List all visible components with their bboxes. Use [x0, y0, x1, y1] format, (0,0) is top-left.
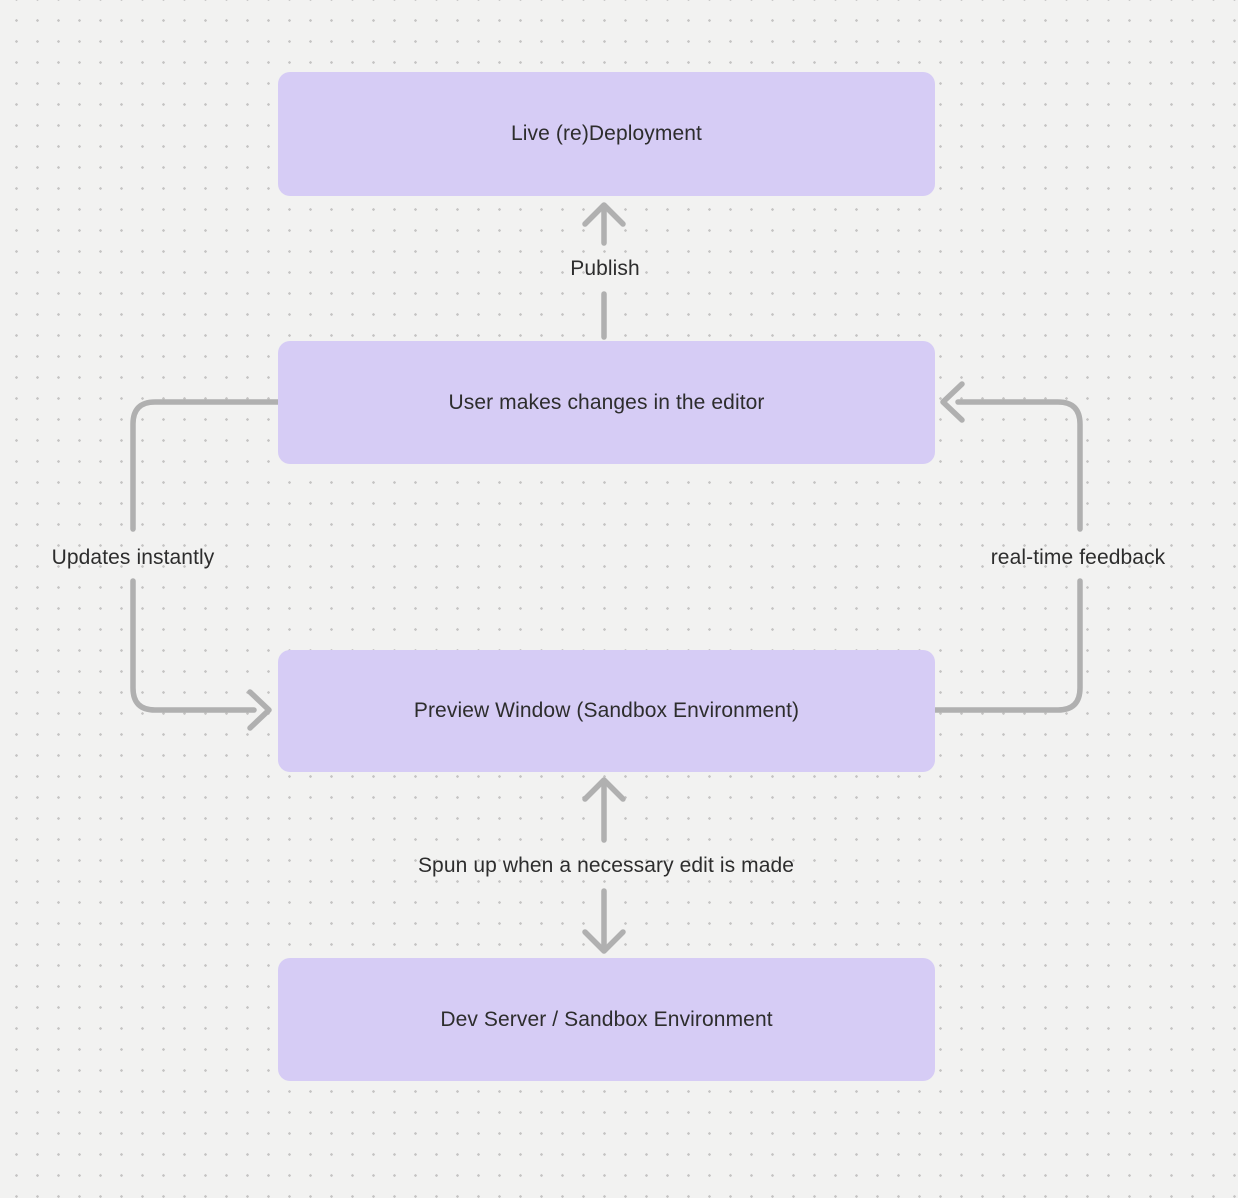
arrowhead-right-icon — [247, 689, 272, 731]
node-label: Preview Window (Sandbox Environment) — [413, 699, 800, 722]
edge-label-publish: Publish — [570, 257, 640, 280]
arrowhead-left-icon — [940, 381, 965, 423]
edge-publish — [582, 202, 626, 340]
edge-spun-up — [582, 777, 626, 954]
edge-real-time-feedback — [932, 381, 1083, 713]
node-preview-window: Preview Window (Sandbox Environment) — [278, 650, 935, 772]
node-label: Live (re)Deployment — [511, 122, 702, 145]
edge-updates-instantly — [130, 399, 281, 731]
node-user-edits: User makes changes in the editor — [278, 341, 935, 464]
edge-label-updates-instantly: Updates instantly — [51, 546, 215, 569]
arrowhead-up-icon — [582, 777, 626, 802]
edge-label-real-time-feedback: real-time feedback — [990, 546, 1166, 569]
arrowhead-up-icon — [582, 202, 626, 227]
node-label: Dev Server / Sandbox Environment — [440, 1007, 773, 1031]
arrowhead-down-icon — [582, 929, 626, 954]
node-label: User makes changes in the editor — [448, 390, 765, 414]
edge-label-spun-up: Spun up when a necessary edit is made — [417, 854, 795, 877]
node-dev-server: Dev Server / Sandbox Environment — [278, 958, 935, 1081]
node-live-deployment: Live (re)Deployment — [278, 72, 935, 196]
